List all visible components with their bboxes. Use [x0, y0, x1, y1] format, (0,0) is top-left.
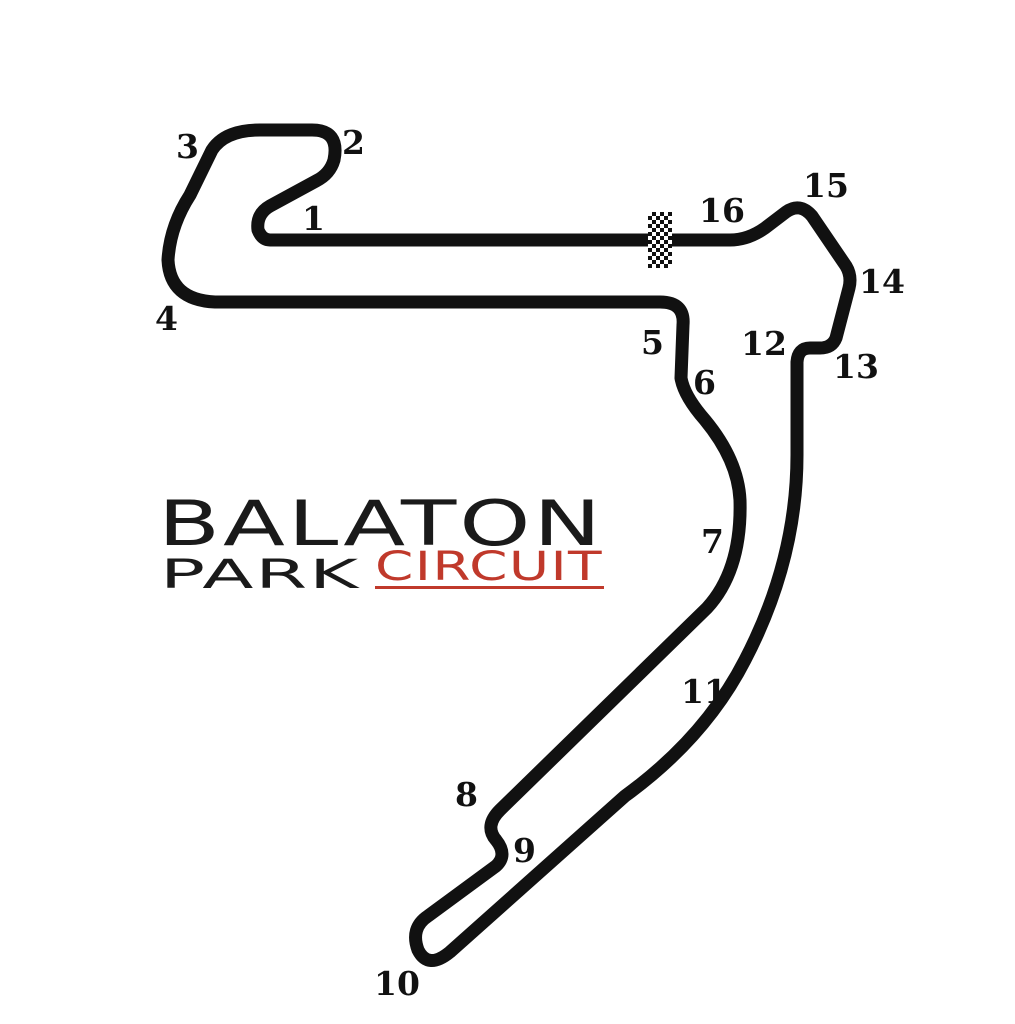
turn-label-14: 14 — [859, 262, 905, 301]
logo-underline — [375, 586, 604, 589]
turn-label-11: 11 — [681, 672, 727, 711]
turn-label-8: 8 — [455, 775, 478, 814]
circuit-logo: BALATON PARK CIRCUIT — [158, 487, 604, 598]
turn-label-4: 4 — [155, 299, 178, 338]
logo-word-park: PARK — [160, 552, 361, 598]
turn-label-6: 6 — [693, 363, 716, 402]
turn-label-9: 9 — [513, 831, 536, 870]
turn-label-7: 7 — [701, 522, 724, 561]
turn-label-13: 13 — [833, 347, 879, 386]
turn-label-16: 16 — [699, 191, 745, 230]
track-outline — [161, 123, 857, 967]
turn-label-15: 15 — [803, 166, 849, 205]
turn-label-10: 10 — [374, 964, 420, 1003]
logo-word-circuit: CIRCUIT — [375, 544, 603, 590]
turn-label-1: 1 — [302, 199, 325, 238]
logo-word-balaton: BALATON — [158, 487, 604, 560]
checkered-flag-icon — [648, 212, 672, 268]
turn-label-2: 2 — [342, 123, 365, 162]
turn-label-3: 3 — [176, 127, 199, 166]
turn-label-5: 5 — [641, 323, 664, 362]
turn-label-12: 12 — [741, 324, 787, 363]
